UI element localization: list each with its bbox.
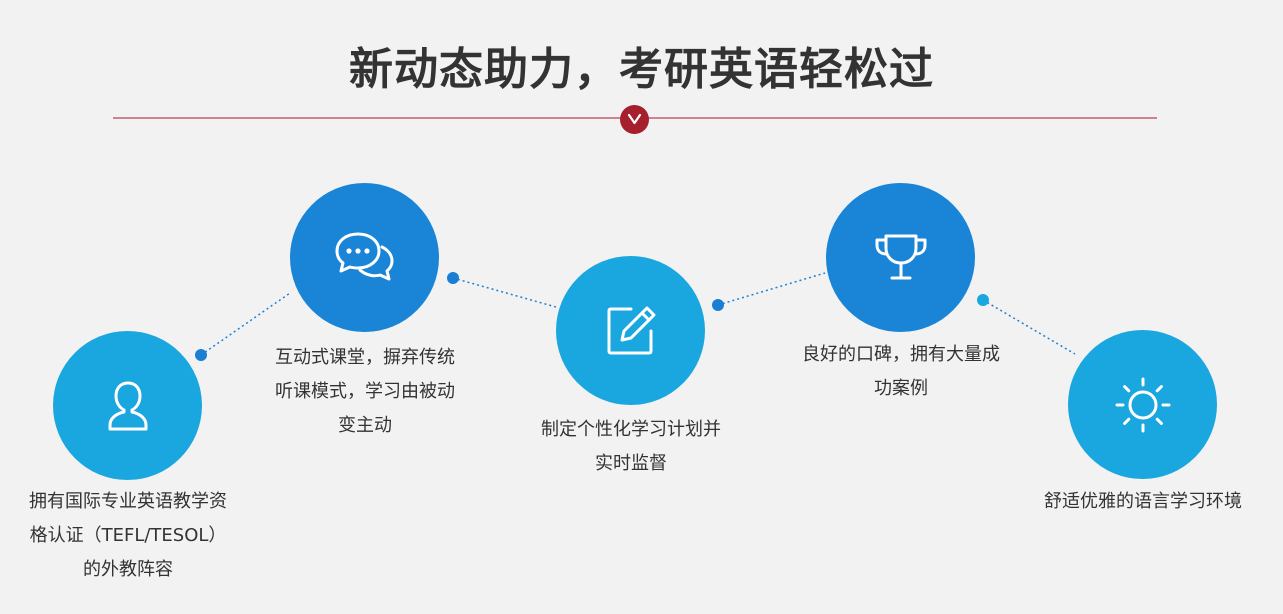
chat-bubbles-icon — [335, 232, 393, 280]
feature-caption-1: 拥有国际专业英语教学资 格认证（TEFL/TESOL） 的外教阵容 — [12, 485, 244, 587]
feature-caption-2-line-1: 互动式课堂，摒弃传统 — [275, 347, 455, 368]
feature-caption-4: 良好的口碑，拥有大量成 功案例 — [785, 338, 1017, 406]
user-icon — [108, 381, 147, 430]
connector-dot-4 — [977, 294, 989, 306]
feature-circle-1 — [53, 331, 202, 480]
feature-caption-3: 制定个性化学习计划并 实时监督 — [515, 413, 747, 481]
connector-dot-2 — [447, 272, 459, 284]
chevron-down-icon — [620, 105, 649, 134]
feature-caption-4-line-2: 功案例 — [874, 378, 928, 399]
feature-caption-5: 舒适优雅的语言学习环境 — [1028, 485, 1258, 519]
feature-caption-5-line-1: 舒适优雅的语言学习环境 — [1044, 491, 1242, 512]
connector-dot-1 — [195, 349, 207, 361]
feature-caption-1-line-3: 的外教阵容 — [83, 559, 173, 580]
feature-caption-3-line-2: 实时监督 — [595, 453, 667, 474]
feature-caption-2-line-2: 听课模式，学习由被动 — [275, 381, 455, 402]
feature-caption-3-line-1: 制定个性化学习计划并 — [541, 419, 721, 440]
sun-icon — [1115, 377, 1170, 432]
connector-line-3 — [717, 272, 826, 306]
feature-circle-4 — [826, 183, 975, 332]
connector-dot-3 — [712, 299, 724, 311]
feature-circle-5 — [1068, 330, 1217, 479]
edit-note-icon — [607, 306, 655, 354]
feature-caption-2-line-3: 变主动 — [338, 415, 392, 436]
trophy-icon — [875, 234, 926, 279]
feature-caption-1-line-1: 拥有国际专业英语教学资 — [29, 491, 227, 512]
connector-line-2 — [452, 277, 557, 308]
feature-circle-2 — [290, 183, 439, 332]
feature-caption-2: 互动式课堂，摒弃传统 听课模式，学习由被动 变主动 — [250, 341, 480, 443]
page-title: 新动态助力，考研英语轻松过 — [349, 44, 934, 95]
feature-caption-1-line-2: 格认证（TEFL/TESOL） — [29, 525, 227, 546]
feature-caption-4-line-1: 良好的口碑，拥有大量成 — [802, 344, 1000, 365]
connector-line-1 — [200, 292, 291, 356]
feature-circle-3 — [556, 256, 705, 405]
